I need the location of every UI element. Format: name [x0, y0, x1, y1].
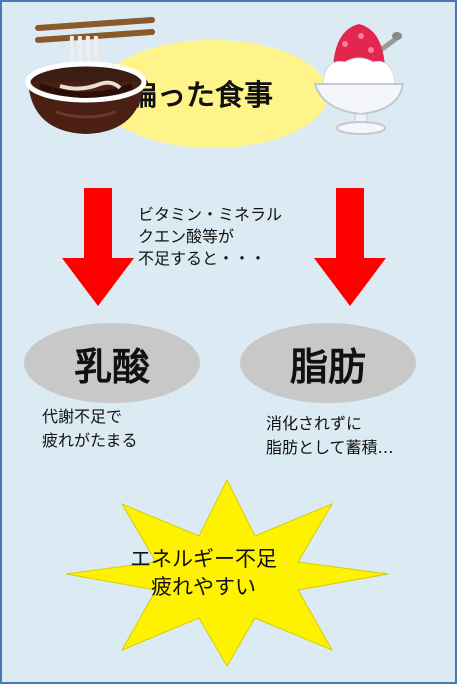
diagram-title: 偏った食事	[128, 78, 274, 112]
deficiency-note: ビタミン・ミネラル クエン酸等が 不足すると・・・	[138, 205, 283, 268]
fat-label: 脂肪	[240, 323, 416, 403]
fat-description: 消化されずに 脂肪として蓄積…	[266, 414, 394, 457]
result-starburst	[65, 478, 389, 667]
lactic-acid-label: 乳酸	[24, 323, 200, 403]
down-arrow-icon	[314, 188, 386, 306]
result-text: エネルギー不足 疲れやすい	[130, 547, 277, 599]
down-arrow-icon	[62, 188, 134, 306]
lactic-acid-description: 代謝不足で 疲れがたまる	[42, 407, 138, 450]
shaved-ice-icon	[313, 24, 405, 135]
noodle-bowl-icon	[25, 17, 155, 134]
